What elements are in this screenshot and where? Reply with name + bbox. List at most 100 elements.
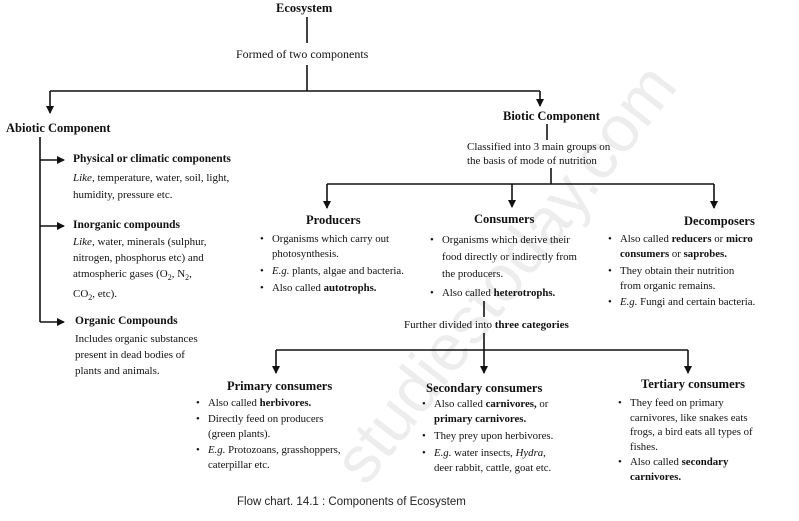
secondary-b2: They prey upon herbivores. xyxy=(434,430,554,442)
secondary-item-2: They prey upon herbivores. xyxy=(422,429,553,444)
decomposers-b1e: consumers xyxy=(620,248,670,260)
producers-list: Organisms which carry out photosynthesis.… xyxy=(260,232,404,296)
secondary-b3b: , xyxy=(543,447,546,459)
organic-compounds-heading: Organic Compounds xyxy=(75,315,178,327)
eg-label: E.g. xyxy=(434,447,452,459)
decomposers-b1a: Also called xyxy=(620,233,672,245)
consumers-list: Organisms which derive their food directl… xyxy=(430,232,577,302)
consumers-b2b: heterotrophs. xyxy=(493,287,556,299)
subscript-n2: 2 xyxy=(185,273,190,283)
further-b: three categories xyxy=(494,319,569,331)
secondary-consumers-list: Also called carnivores, or primary carniv… xyxy=(422,397,553,476)
abiotic-component-title: Abiotic Component xyxy=(6,121,111,135)
decomposers-b1b: reducers xyxy=(671,233,712,245)
inorganic-compounds-heading: Inorganic compounds xyxy=(73,219,181,231)
tertiary-consumers-title: Tertiary consumers xyxy=(641,377,746,391)
decomposers-b2b: from organic remains. xyxy=(620,280,716,292)
producers-item-2: E.g. plants, algae and bacteria. xyxy=(260,264,404,279)
inorganic-text-3b: , N xyxy=(171,268,186,280)
consumers-item-2: Also called heterotrophs. xyxy=(430,285,577,302)
classified-text: Classified into 3 main groups on the bas… xyxy=(467,140,610,168)
primary-item-3: E.g. Protozoans, grasshoppers, caterpilla… xyxy=(196,443,341,473)
decomposers-item-3: E.g. Fungi and certain bacteria. xyxy=(608,295,755,310)
secondary-b3c: deer rabbit, cattle, goat etc. xyxy=(434,462,552,474)
tertiary-item-1: They feed on primary carnivores, like sna… xyxy=(618,396,753,454)
primary-consumers-list: Also called herbivores. Directly feed on… xyxy=(196,396,341,473)
producers-b1b: photosynthesis. xyxy=(272,248,339,260)
further-divided-text: Further divided into three categories xyxy=(404,318,569,333)
consumers-b1c: the producers. xyxy=(442,268,504,280)
consumers-b1a: Organisms which derive their xyxy=(442,234,570,246)
secondary-b1a: Also called xyxy=(434,398,486,410)
like-label: Like xyxy=(73,172,92,184)
physical-text-2: humidity, pressure etc. xyxy=(73,189,173,201)
primary-consumers-title: Primary consumers xyxy=(227,379,333,393)
primary-item-2: Directly feed on producers (green plants)… xyxy=(196,412,341,442)
tertiary-b2a: Also called xyxy=(630,456,682,468)
secondary-b1c: or xyxy=(536,398,549,410)
organic-compounds-text: Includes organic substances present in d… xyxy=(75,331,198,379)
eg-label: E.g. xyxy=(208,444,226,456)
decomposers-list: Also called reducers or micro consumers o… xyxy=(608,232,755,310)
tertiary-b1d: fishes. xyxy=(630,440,658,453)
primary-b2b: (green plants). xyxy=(208,428,271,440)
ecosystem-title: Ecosystem xyxy=(276,1,333,15)
inorganic-text-4b: , etc). xyxy=(92,288,118,301)
decomposers-b1f: or xyxy=(669,248,684,260)
decomposers-b1d: micro xyxy=(725,233,753,245)
secondary-b1d: primary carnivores. xyxy=(434,413,527,425)
organic-line-1: Includes organic substances xyxy=(75,333,198,345)
consumers-b2a: Also called xyxy=(442,287,494,299)
producers-item-1: Organisms which carry out photosynthesis. xyxy=(260,232,404,262)
inorganic-text-3c: , xyxy=(189,268,192,280)
consumers-title: Consumers xyxy=(474,212,535,226)
tertiary-b1a: They feed on primary xyxy=(630,397,724,409)
further-a: Further divided into xyxy=(404,319,495,331)
tertiary-b2c: carnivores. xyxy=(630,470,682,483)
physical-text-1: , temperature, water, soil, light, xyxy=(91,172,230,184)
inorganic-text-1: , water, minerals (sulphur, xyxy=(91,236,207,248)
secondary-b3a: water insects, xyxy=(451,447,516,459)
producers-b3a: Also called xyxy=(272,282,324,294)
producers-b2: plants, algae and bacteria. xyxy=(289,265,404,277)
like-label: Like xyxy=(73,236,92,248)
secondary-item-3: E.g. water insects, Hydra,deer rabbit, c… xyxy=(422,446,553,476)
primary-b3b: caterpillar etc. xyxy=(208,459,270,471)
secondary-b1b: carnivores, xyxy=(485,398,537,410)
biotic-component-title: Biotic Component xyxy=(503,109,600,123)
producers-b1a: Organisms which carry out xyxy=(272,233,390,245)
inorganic-compounds-text: Like, water, minerals (sulphur, nitrogen… xyxy=(73,234,207,306)
tertiary-b2b: secondary xyxy=(681,456,729,468)
producers-item-3: Also called autotrophs. xyxy=(260,281,404,296)
tertiary-b1c: frogs, a bird eats all types of xyxy=(630,426,753,438)
secondary-consumers-title: Secondary consumers xyxy=(426,381,543,395)
tertiary-consumers-list: They feed on primary carnivores, like sna… xyxy=(618,396,753,484)
tertiary-b1b: carnivores, like snakes eats xyxy=(630,411,748,424)
consumers-item-1: Organisms which derive their food directl… xyxy=(430,232,577,283)
physical-components-text: Like, temperature, water, soil, light, h… xyxy=(73,170,229,204)
decomposers-b1c: or xyxy=(711,233,726,245)
inorganic-text-2: nitrogen, phosphorus etc) and xyxy=(73,252,204,264)
primary-b1a: Also called xyxy=(208,397,260,409)
organic-line-3: plants and animals. xyxy=(75,365,160,377)
primary-b2a: Directly feed on producers xyxy=(208,413,324,425)
physical-components-heading: Physical or climatic components xyxy=(73,153,231,165)
eg-label: E.g. xyxy=(272,265,290,277)
decomposers-b2a: They obtain their nutrition xyxy=(620,265,735,277)
subscript-co2: 2 xyxy=(88,293,93,303)
decomposers-title: Decomposers xyxy=(684,214,755,228)
decomposers-b3: Fungi and certain bacteria. xyxy=(637,296,756,308)
eg-label: E.g. xyxy=(620,296,638,308)
decomposers-b1g: saprobes. xyxy=(683,248,727,260)
inorganic-text-4a: CO xyxy=(73,288,89,301)
formed-of-two-components: Formed of two components xyxy=(236,47,369,61)
primary-item-1: Also called herbivores. xyxy=(196,396,341,411)
secondary-item-1: Also called carnivores, or primary carniv… xyxy=(422,397,553,427)
primary-b3a: Protozoans, grasshoppers, xyxy=(225,444,341,456)
consumers-b1b: food directly or indirectly from xyxy=(442,251,577,263)
inorganic-text-3a: atmospheric gases (O xyxy=(73,268,168,280)
figure-caption: Flow chart. 14.1 : Components of Ecosyst… xyxy=(237,496,466,508)
subscript-o2: 2 xyxy=(167,273,172,283)
decomposers-item-2: They obtain their nutrition from organic … xyxy=(608,264,755,294)
